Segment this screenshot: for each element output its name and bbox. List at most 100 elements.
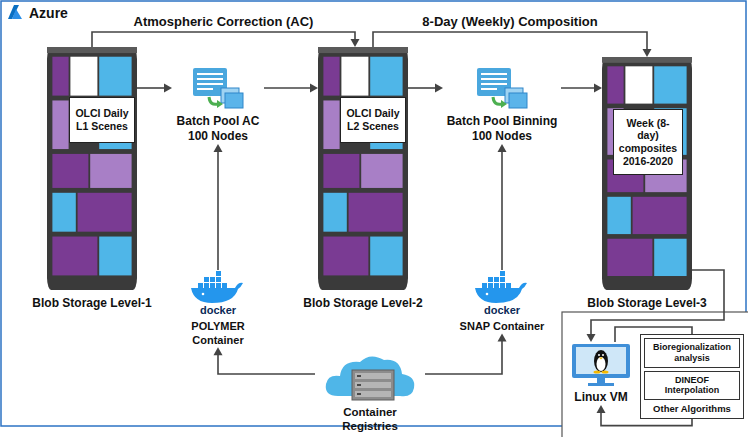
container-box [216, 277, 221, 282]
storage-block [323, 100, 339, 149]
server-light [357, 375, 361, 377]
document-line [481, 73, 507, 75]
arrow-head [594, 84, 602, 93]
connector [498, 144, 507, 270]
connector [264, 84, 318, 93]
connector [214, 347, 316, 374]
container-box [488, 277, 493, 282]
registry-icon [320, 350, 420, 402]
connector-line [264, 87, 311, 89]
arrow-head [643, 49, 652, 57]
whale-body [191, 283, 243, 303]
storage-block [654, 66, 686, 103]
storage-name: Blob Storage Level-1 [32, 296, 151, 310]
batch-pool: Batch Pool Binning 100 Nodes [443, 66, 561, 144]
docker-wordmark: docker [457, 304, 547, 318]
storage-name: Blob Storage Level-3 [587, 296, 706, 310]
connector [561, 84, 602, 93]
server-stack [352, 370, 394, 400]
green-arrow [493, 97, 502, 104]
arrow-head [597, 405, 606, 413]
connector [214, 144, 223, 270]
container-box [494, 277, 499, 282]
monitor-base [588, 383, 614, 386]
container-box [494, 283, 499, 288]
batch-icon [191, 66, 245, 110]
container-box [222, 283, 227, 288]
server-light [357, 384, 361, 386]
document-line [481, 83, 507, 85]
arrow-head [214, 347, 223, 355]
container-box [210, 283, 215, 288]
container-label: SNAP Container [457, 320, 547, 334]
storage-block [654, 239, 686, 276]
container-box [204, 283, 209, 288]
container-box [204, 277, 209, 282]
linux-vm: Linux VM [568, 342, 634, 405]
tux-eye [602, 354, 604, 356]
storage-block [370, 57, 402, 96]
storage-block [52, 193, 75, 232]
green-arrow-head [217, 100, 223, 108]
storage-cap [47, 47, 137, 53]
storage-block [349, 193, 403, 232]
whale-eye [486, 293, 489, 296]
vm-label: Linux VM [568, 390, 634, 405]
container-box [482, 283, 487, 288]
storage-name: Blob Storage Level-2 [303, 296, 422, 310]
storage-cap [318, 47, 408, 53]
algorithms-box: Other Algorithms Bioregionalization analy… [640, 334, 744, 419]
frame-title: Azure [29, 5, 68, 21]
storage-block [52, 237, 97, 276]
stack-square [509, 93, 527, 108]
azure-logo [12, 9, 22, 19]
container-label: POLYMER Container [173, 320, 263, 348]
algorithm-box: Bioregionalization analysis [644, 338, 740, 368]
tux-foot [602, 370, 609, 373]
storage-block [323, 154, 359, 188]
storage-content-label: OLCI Daily L1 Scenes [69, 97, 135, 143]
batch-pool: Batch Pool AC 100 Nodes [172, 66, 264, 144]
batch-icon [475, 66, 529, 110]
storage-content-label: Week (8-day) composites 2016-2020 [613, 109, 683, 175]
arrow-head [435, 84, 443, 93]
connector-line [408, 87, 436, 89]
container-box [488, 283, 493, 288]
monitor-icon [570, 342, 632, 388]
storage-block [99, 237, 131, 276]
container-box [216, 283, 221, 288]
container-box [500, 277, 505, 282]
whale-body [475, 283, 527, 303]
arrow-head [214, 144, 223, 152]
arrow-head [351, 39, 360, 47]
storage-icon [318, 47, 408, 290]
connector [425, 334, 507, 375]
arrow-head [587, 334, 596, 342]
connector [137, 84, 172, 93]
document-line [197, 73, 223, 75]
container-registry: Container Registries [315, 350, 425, 434]
container-box [506, 283, 511, 288]
algorithm-label: Bioregionalization analysis [647, 342, 737, 364]
storage-block [323, 237, 368, 276]
blob-storage: OLCI Daily L1 ScenesBlob Storage Level-1 [47, 47, 137, 290]
monitor-screen [576, 347, 626, 374]
vm-panel [562, 312, 748, 437]
storage-block [607, 197, 630, 234]
connector-line [561, 87, 595, 89]
document-line [481, 88, 497, 90]
connector-line [137, 87, 165, 89]
algorithms-label: Other Algorithms [644, 403, 740, 414]
arrow-head [310, 84, 318, 93]
storage-block [341, 57, 368, 96]
docker-container: dockerPOLYMER Container [173, 270, 263, 347]
storage-block [633, 197, 687, 234]
green-arrow-head [501, 100, 507, 108]
batch-pool-label: Batch Pool AC 100 Nodes [172, 114, 264, 144]
docker-wordmark: docker [173, 304, 263, 318]
storage-block [52, 100, 68, 149]
storage-block [323, 57, 339, 96]
arrow-head [498, 144, 507, 152]
document-line [197, 83, 223, 85]
